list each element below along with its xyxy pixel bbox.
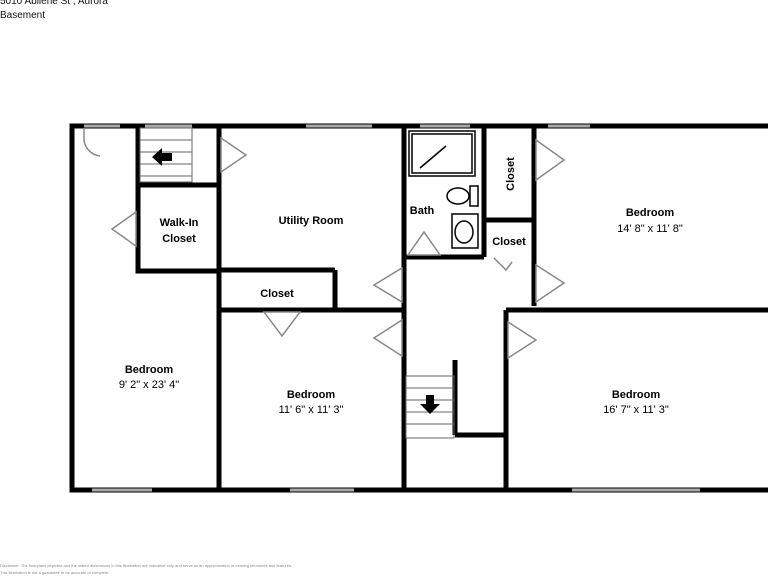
property-address: 5010 Abilene St , Aurora xyxy=(0,0,108,7)
floor-level-label: Basement xyxy=(0,10,46,21)
bedroom-bottom-right-label: Bedroom xyxy=(612,389,661,401)
windows xyxy=(84,124,700,492)
walk-in-closet-label-1: Walk-In xyxy=(160,217,199,229)
closet-vertical-label: Closet xyxy=(505,157,517,191)
bedroom-left-label: Bedroom xyxy=(125,364,174,376)
walk-in-closet-label-2: Closet xyxy=(162,233,196,245)
closet-center-label: Closet xyxy=(260,288,294,300)
doors xyxy=(83,128,566,360)
shower-icon xyxy=(408,130,476,177)
interior-walls xyxy=(135,126,768,490)
arrow-down-icon xyxy=(420,395,440,414)
sink-icon xyxy=(451,213,479,249)
bedroom-middle-dim: 11' 6" x 11' 3" xyxy=(279,404,344,416)
toilet-icon xyxy=(446,185,479,207)
bedroom-top-right-dim: 14' 8" x 11' 8" xyxy=(617,223,683,235)
bedroom-top-right-label: Bedroom xyxy=(626,207,675,219)
bedroom-middle-label: Bedroom xyxy=(287,389,336,401)
stairs-up xyxy=(139,127,193,183)
bath-label: Bath xyxy=(410,205,435,217)
bedroom-left-dim: 9' 2" x 23' 4" xyxy=(119,379,179,391)
disclaimer-line-2: This illustration is not a guarantee to … xyxy=(0,570,110,575)
bedroom-bottom-right-dim: 16' 7" x 11' 3" xyxy=(603,404,669,416)
closet-small-label: Closet xyxy=(492,236,526,248)
utility-room-label: Utility Room xyxy=(279,215,344,227)
stairs-down xyxy=(405,375,455,439)
disclaimer-line-1: Disclaimer: The floorplans depicted and … xyxy=(0,563,293,568)
arrow-left-icon xyxy=(152,148,172,166)
